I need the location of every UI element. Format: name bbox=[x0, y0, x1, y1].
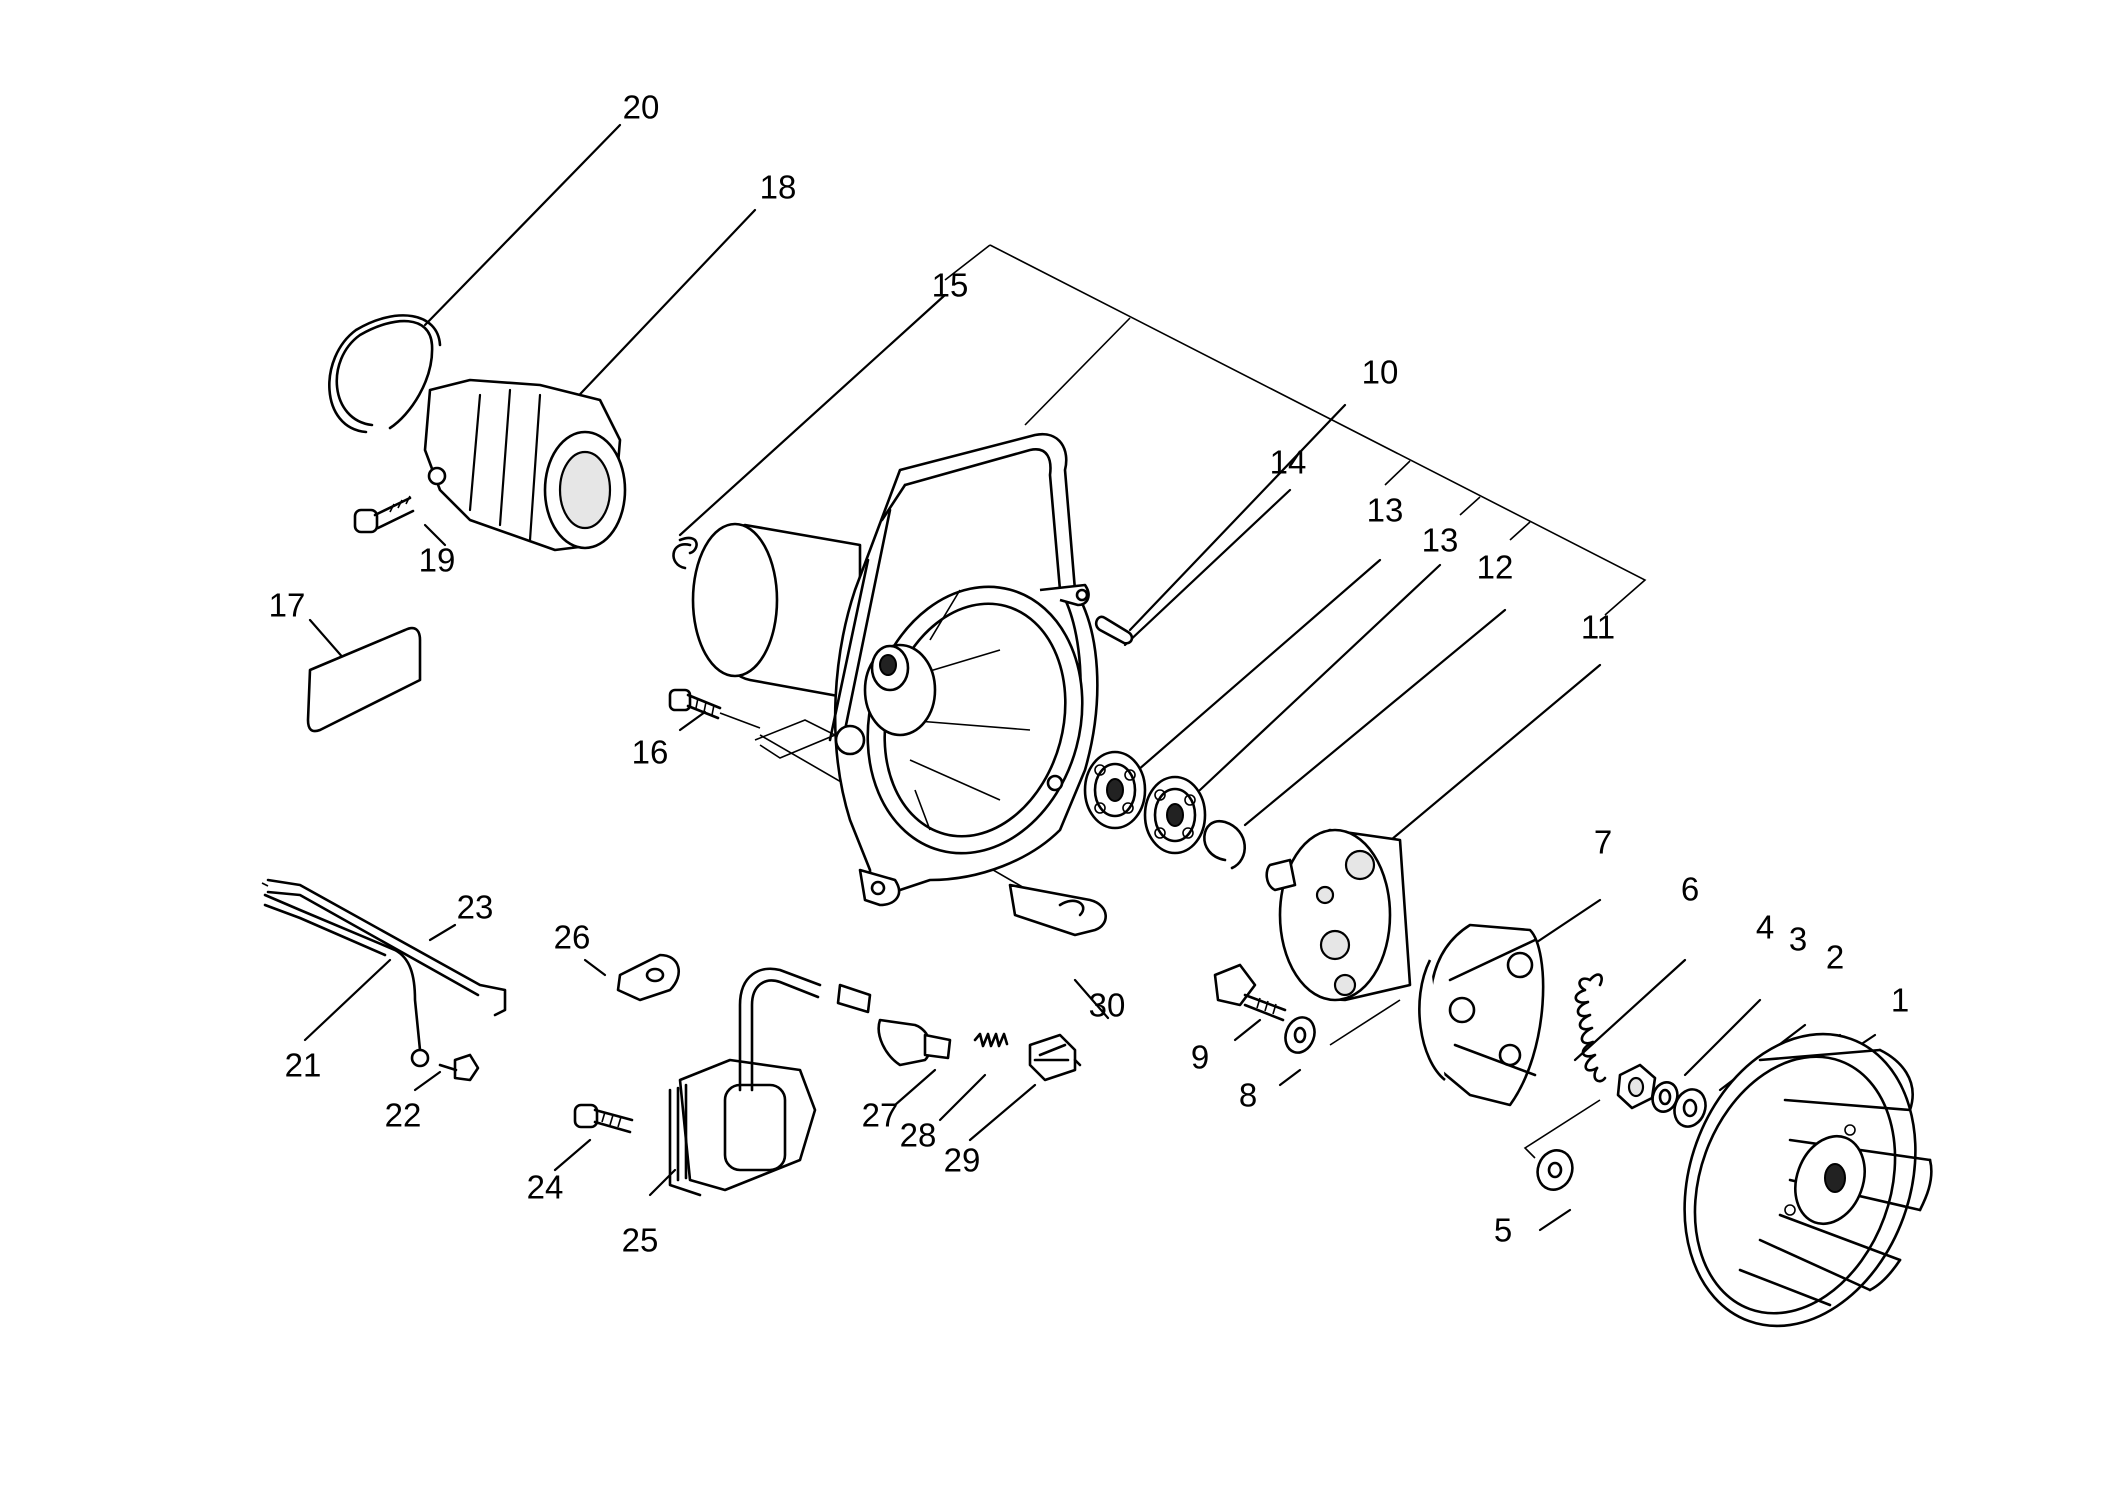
washer-part-5 bbox=[1536, 1149, 1574, 1191]
spring-part-6 bbox=[1574, 973, 1607, 1083]
label-part-30: 30 bbox=[1089, 987, 1126, 1024]
washer-part-2 bbox=[1673, 1088, 1707, 1128]
label-part-22: 22 bbox=[385, 1097, 422, 1134]
washer-part-8 bbox=[1284, 1016, 1316, 1054]
plug-boot-part-27 bbox=[877, 1018, 952, 1067]
bolt-part-9 bbox=[1213, 963, 1287, 1022]
screw-part-19 bbox=[353, 495, 415, 534]
ignition-coil-part-25 bbox=[668, 967, 872, 1197]
label-part-12: 12 bbox=[1477, 549, 1514, 586]
label-part-14: 14 bbox=[1270, 444, 1307, 481]
pin-part-14 bbox=[1094, 615, 1134, 645]
part-labels: 20 18 15 10 14 13 13 12 11 7 6 4 3 2 1 9… bbox=[269, 89, 1910, 1259]
spring-part-28 bbox=[973, 1032, 1009, 1048]
label-part-11: 11 bbox=[1581, 609, 1615, 646]
label-part-24: 24 bbox=[527, 1169, 564, 1206]
bearing-part-13a bbox=[1083, 750, 1147, 830]
bracket-part-30 bbox=[1008, 883, 1107, 937]
housing-assembly bbox=[691, 432, 1099, 907]
bearing-part-13b bbox=[1143, 775, 1207, 855]
clutch-shoes-part-7 bbox=[1418, 923, 1545, 1107]
label-part-16: 16 bbox=[632, 734, 669, 771]
label-part-13a: 13 bbox=[1367, 492, 1404, 529]
label-part-25: 25 bbox=[622, 1222, 659, 1259]
label-part-4: 4 bbox=[1756, 909, 1774, 946]
label-part-15: 15 bbox=[932, 267, 969, 304]
label-part-2: 2 bbox=[1826, 939, 1844, 976]
terminal-part-26 bbox=[616, 953, 680, 1002]
label-part-19: 19 bbox=[419, 542, 456, 579]
label-part-5: 5 bbox=[1494, 1212, 1512, 1249]
screw-part-24 bbox=[573, 1103, 634, 1134]
wire-part-21 bbox=[263, 893, 430, 1068]
label-part-20: 20 bbox=[623, 89, 660, 126]
label-part-13b: 13 bbox=[1422, 522, 1459, 559]
clutch-drum-part-11 bbox=[1265, 828, 1412, 1002]
label-part-26: 26 bbox=[554, 919, 591, 956]
label-part-23: 23 bbox=[457, 889, 494, 926]
shaft-coupling-part-18 bbox=[423, 378, 627, 552]
retaining-ring-part-12 bbox=[1203, 819, 1247, 870]
label-part-10: 10 bbox=[1362, 354, 1399, 391]
label-part-1: 1 bbox=[1891, 982, 1909, 1019]
screw-part-22 bbox=[438, 1053, 480, 1082]
label-part-6: 6 bbox=[1681, 871, 1699, 908]
label-part-17: 17 bbox=[269, 587, 306, 624]
wire-part-23 bbox=[261, 878, 507, 1017]
flywheel-part-1 bbox=[1683, 1032, 1933, 1328]
label-part-29: 29 bbox=[944, 1142, 981, 1179]
spark-plug-part-29 bbox=[1028, 1033, 1082, 1082]
label-part-27: 27 bbox=[862, 1097, 899, 1134]
clip-part-15 bbox=[672, 536, 698, 570]
nut-part-4 bbox=[1616, 1063, 1657, 1110]
label-part-21: 21 bbox=[285, 1047, 322, 1084]
label-part-3: 3 bbox=[1789, 921, 1807, 958]
label-part-9: 9 bbox=[1191, 1039, 1209, 1076]
label-part-8: 8 bbox=[1239, 1077, 1257, 1114]
screw-part-16 bbox=[668, 688, 761, 729]
label-part-18: 18 bbox=[760, 169, 797, 206]
label-part-28: 28 bbox=[900, 1117, 937, 1154]
label-part-7: 7 bbox=[1594, 824, 1612, 861]
label-plate-part-17 bbox=[306, 626, 422, 733]
snap-ring-part-20 bbox=[328, 314, 442, 434]
